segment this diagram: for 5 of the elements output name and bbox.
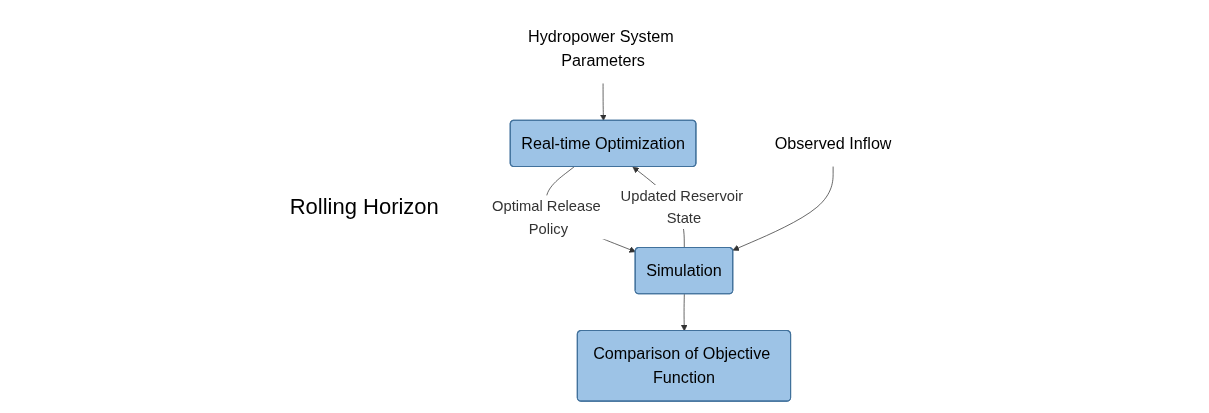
node-text: Observed Inflow: [774, 133, 892, 153]
node-text: Hydropower System Parameters: [527, 26, 674, 69]
edge-label: Optimal Release Policy: [491, 197, 601, 236]
note-text: Rolling Horizon: [289, 193, 439, 220]
edge-label: Updated Reservoir State: [620, 187, 744, 226]
